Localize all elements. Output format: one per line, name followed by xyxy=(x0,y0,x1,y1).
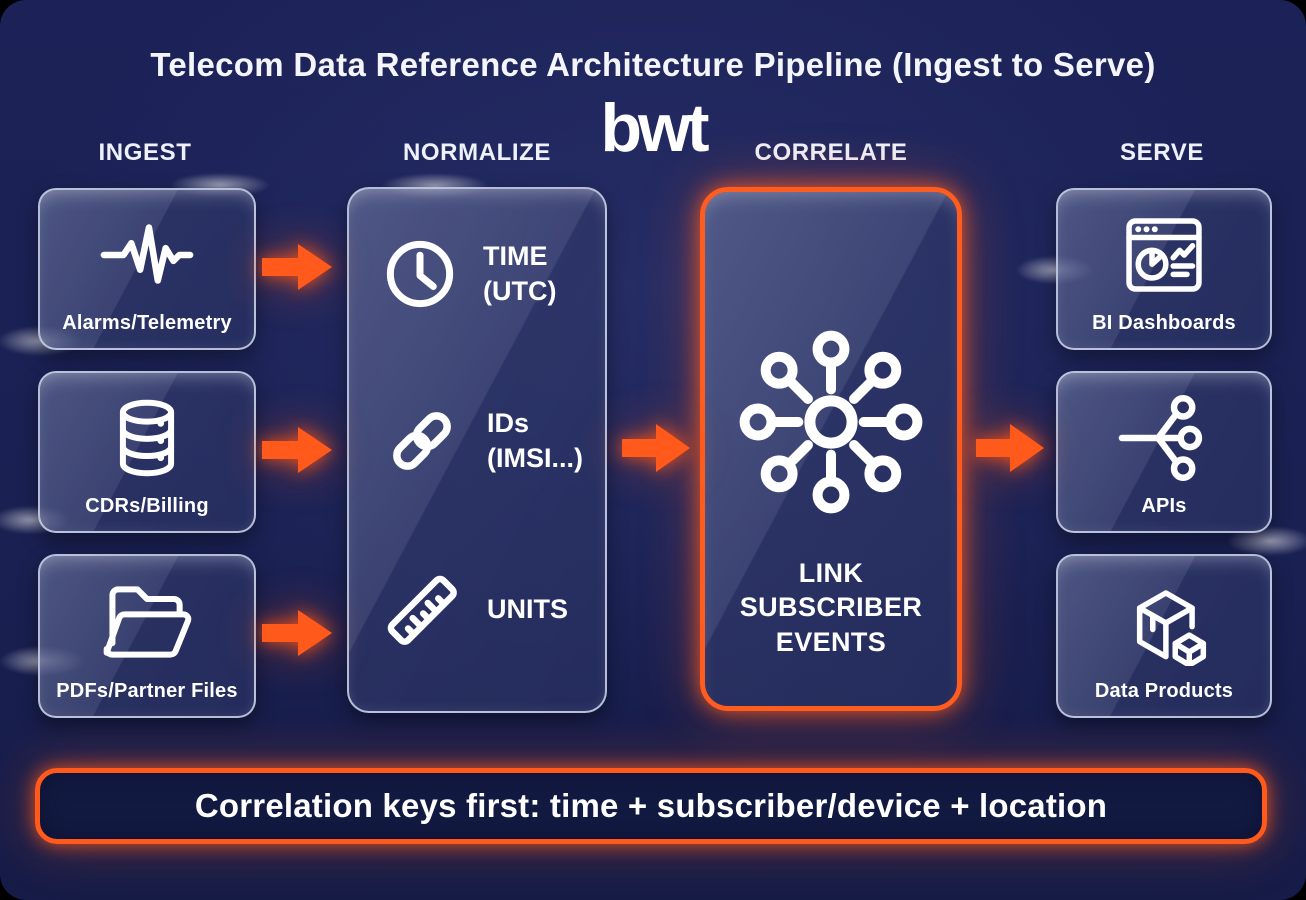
waveform-icon xyxy=(98,190,196,312)
arrow-normalize-correlate xyxy=(622,424,690,472)
normalize-item-label: IDs (IMSI...) xyxy=(487,407,583,473)
arrow-ingest-normalize-2 xyxy=(262,427,332,473)
database-icon xyxy=(104,373,190,495)
folder-icon xyxy=(99,556,195,680)
clock-icon xyxy=(381,235,459,313)
bi-dashboard-icon xyxy=(1118,190,1210,312)
card-label: Alarms/Telemetry xyxy=(62,312,232,334)
card-apis: APIs xyxy=(1056,371,1272,533)
boxes-icon xyxy=(1117,556,1211,680)
normalize-item-time: TIME (UTC) xyxy=(349,235,605,313)
correlation-keys-banner: Correlation keys first: time + subscribe… xyxy=(35,768,1267,844)
column-header-correlate: CORRELATE xyxy=(754,139,908,166)
card-bi-dashboards: BI Dashboards xyxy=(1056,188,1272,350)
card-cdrs-billing: CDRs/Billing xyxy=(38,371,256,533)
card-label: Data Products xyxy=(1094,680,1234,702)
normalize-item-label: UNITS xyxy=(487,594,568,625)
column-header-serve: SERVE xyxy=(1120,139,1204,166)
arrow-correlate-serve xyxy=(976,424,1044,472)
page-title: Telecom Data Reference Architecture Pipe… xyxy=(150,46,1156,83)
normalize-item-label: TIME (UTC) xyxy=(483,240,557,306)
column-header-normalize: NORMALIZE xyxy=(402,139,552,166)
hub-network-icon xyxy=(735,326,927,518)
normalize-item-ids: IDs (IMSI...) xyxy=(349,400,605,482)
card-alarms-telemetry: Alarms/Telemetry xyxy=(38,188,256,350)
arrow-ingest-normalize-1 xyxy=(262,244,332,290)
normalize-item-units: UNITS xyxy=(349,569,605,651)
card-correlate: LINK SUBSCRIBER EVENTS xyxy=(700,187,962,711)
card-data-products: Data Products xyxy=(1056,554,1272,718)
card-label: BI Dashboards xyxy=(1092,312,1236,334)
arrow-ingest-normalize-3 xyxy=(262,610,332,656)
card-normalize: TIME (UTC) IDs (IMSI...) xyxy=(347,187,607,713)
column-header-ingest: INGEST xyxy=(98,139,192,166)
branch-icon xyxy=(1116,373,1212,495)
chain-link-icon xyxy=(381,400,463,482)
card-label: CDRs/Billing xyxy=(85,495,209,517)
card-pdfs-partner-files: PDFs/Partner Files xyxy=(38,554,256,718)
card-label: PDFs/Partner Files xyxy=(56,680,238,702)
correlate-label: LINK SUBSCRIBER EVENTS xyxy=(739,558,923,657)
ruler-icon xyxy=(381,569,463,651)
banner-text: Correlation keys first: time + subscribe… xyxy=(194,787,1108,824)
card-label: APIs xyxy=(1141,495,1187,517)
bwt-logo: bwt xyxy=(600,90,709,166)
